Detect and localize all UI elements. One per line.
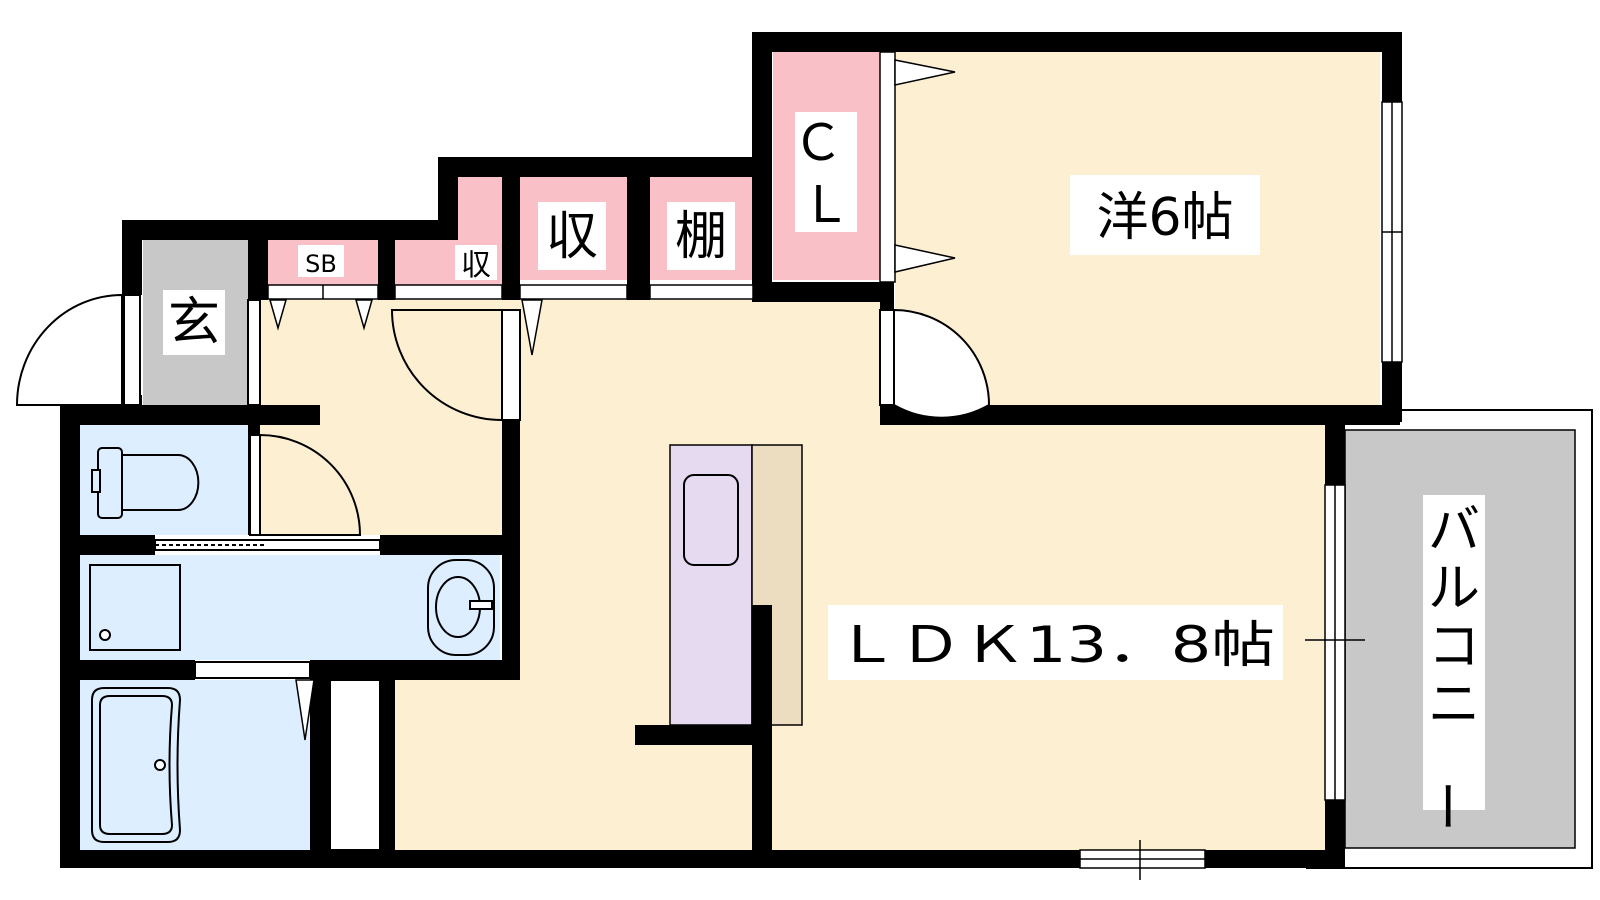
entrance-label: 玄 [168,293,220,353]
balcony-label-char: ニ [1428,675,1480,735]
storage-fronts [267,51,956,741]
balcony-label-char: ー [1415,780,1475,832]
shoe-box-label: SB [305,250,337,278]
balcony-label-char: ル [1428,559,1480,619]
bathroom-door [194,661,311,679]
western-room-door [893,308,991,419]
balcony-label: バルコニー [1415,501,1480,832]
balcony-label-char: コ [1428,617,1480,677]
ldk-label: ＬＤＫ13．8帖 [835,616,1275,674]
balcony-label-char: バ [1428,501,1480,561]
room-labels: 洋6帖 ＬＤＫ13．8帖 玄 Ｃ Ｌ SB 収 収 棚 バルコニー [163,112,1485,832]
toilet-door [259,433,362,536]
shelf-label: 棚 [675,207,727,267]
kitchen-sink [683,474,739,566]
windows [1079,101,1403,880]
toilet-fixture [91,447,200,519]
hall-door [390,309,503,422]
washroom-sliding-door [154,539,381,551]
storage-label: 収 [546,207,598,267]
doors [15,293,991,851]
walls [60,32,1402,868]
western-room-label: 洋6帖 [1096,188,1233,248]
fixtures [89,447,495,843]
storage-small-label: 収 [461,248,491,283]
closet-label: Ｃ Ｌ [793,114,859,234]
entrance-door [15,293,123,406]
